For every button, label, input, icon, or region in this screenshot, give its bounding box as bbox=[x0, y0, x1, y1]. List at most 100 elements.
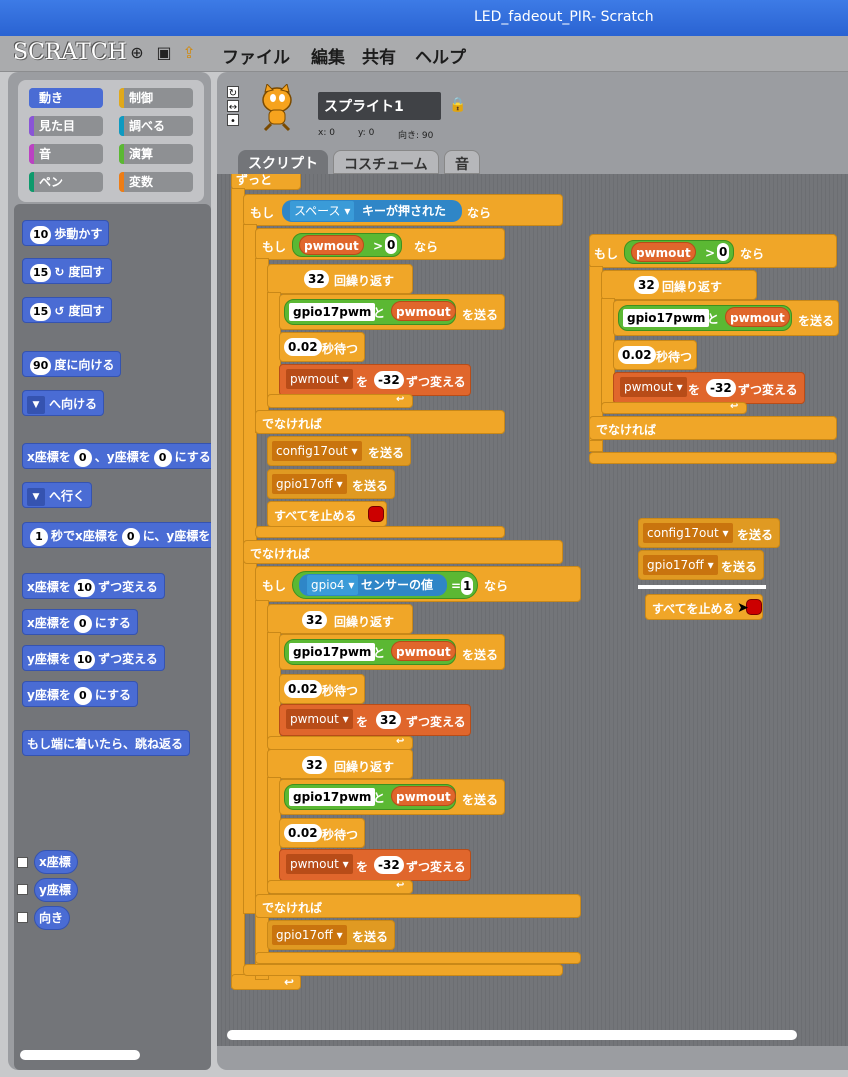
pwmout-reporter[interactable]: pwmout bbox=[725, 307, 790, 327]
value-input[interactable]: 10 bbox=[30, 225, 52, 244]
menu-share[interactable]: 共有 bbox=[362, 48, 396, 68]
key-pressed-sensor[interactable]: スペース ▾ キーが押された bbox=[282, 200, 462, 222]
stop-all-block[interactable]: すべてを止める bbox=[645, 594, 763, 620]
category-looks[interactable]: 見た目 bbox=[29, 116, 103, 136]
send-config17out-block[interactable]: config17out ▾ を送る bbox=[638, 518, 780, 548]
change-pwmout-block[interactable]: pwmout ▾ を -32 ずつ変える bbox=[279, 364, 471, 396]
sprite-name-field[interactable]: スプライト1 bbox=[318, 92, 441, 120]
forever-block[interactable]: ずっと bbox=[231, 174, 301, 190]
tab-sounds[interactable]: 音 bbox=[444, 150, 480, 174]
change-pwmout-block[interactable]: pwmout ▾ を -32 ずつ変える bbox=[613, 372, 805, 404]
bounce-block[interactable]: もし端に着いたら、跳ね返る bbox=[22, 730, 191, 756]
value-input[interactable]: 32 bbox=[634, 276, 659, 294]
repeat-block[interactable]: 32 回繰り返す bbox=[601, 270, 757, 300]
send-gpio17pwm-block[interactable]: gpio17pwm と pwmout を送る bbox=[279, 294, 505, 330]
script-horizontal-scrollbar[interactable] bbox=[227, 1030, 797, 1040]
message-dropdown[interactable]: gpio17off ▾ bbox=[643, 555, 718, 575]
sensor-dropdown[interactable]: gpio4 ▾ bbox=[307, 575, 359, 595]
value-input[interactable]: 0 bbox=[717, 243, 729, 261]
if-sensor-block[interactable]: もし gpio4 ▾ センサーの値 = 1 なら bbox=[255, 566, 581, 602]
value-input[interactable]: 0 bbox=[385, 236, 397, 254]
y-input[interactable]: 0 bbox=[153, 448, 172, 467]
send-gpio17off-block[interactable]: gpio17off ▾ を送る bbox=[638, 550, 764, 580]
x-input[interactable]: 0 bbox=[121, 527, 140, 546]
pwmout-reporter[interactable]: pwmout bbox=[299, 235, 364, 255]
category-motion[interactable]: 動き bbox=[29, 88, 103, 108]
text-input[interactable]: gpio17pwm bbox=[623, 309, 710, 327]
send-gpio17pwm-block[interactable]: gpio17pwm と pwmout を送る bbox=[279, 634, 505, 670]
message-dropdown[interactable]: config17out ▾ bbox=[643, 523, 733, 543]
direction-reporter[interactable]: 向き bbox=[34, 906, 71, 930]
y-position-checkbox[interactable] bbox=[17, 884, 28, 895]
join-operator[interactable]: gpio17pwm と pwmout bbox=[284, 784, 456, 810]
value-input[interactable]: 32 bbox=[302, 611, 327, 629]
x-input[interactable]: 0 bbox=[73, 448, 92, 467]
x-position-reporter[interactable]: x座標 bbox=[34, 850, 78, 874]
menu-file[interactable]: ファイル bbox=[222, 48, 290, 68]
category-operators[interactable]: 演算 bbox=[119, 144, 193, 164]
point-towards-block[interactable]: ▼へ向ける bbox=[22, 390, 105, 416]
pwmout-reporter[interactable]: pwmout bbox=[631, 242, 696, 262]
variable-dropdown[interactable]: pwmout ▾ bbox=[286, 854, 353, 874]
join-operator[interactable]: gpio17pwm と pwmout bbox=[284, 299, 456, 325]
direction-dropdown[interactable]: 90 bbox=[30, 356, 52, 375]
stop-all-block[interactable]: すべてを止める bbox=[267, 501, 387, 527]
value-input[interactable]: 0 bbox=[73, 614, 92, 633]
globe-icon[interactable]: ⊕ bbox=[130, 43, 144, 62]
message-dropdown[interactable]: gpio17off ▾ bbox=[272, 925, 347, 945]
send-config17out-block[interactable]: config17out ▾ を送る bbox=[267, 436, 411, 466]
join-operator[interactable]: gpio17pwm と pwmout bbox=[618, 305, 792, 331]
lock-icon[interactable]: 🔒 bbox=[449, 97, 467, 113]
send-gpio17pwm-block[interactable]: gpio17pwm と pwmout を送る bbox=[279, 779, 505, 815]
value-input[interactable]: 10 bbox=[73, 578, 96, 597]
category-variables[interactable]: 変数 bbox=[119, 172, 193, 192]
secs-input[interactable]: 1 bbox=[30, 527, 48, 546]
goto-block[interactable]: ▼へ行く bbox=[22, 482, 93, 508]
menu-help[interactable]: ヘルプ bbox=[415, 48, 466, 68]
wait-block[interactable]: 0.02 秒待つ bbox=[613, 340, 697, 370]
wait-block[interactable]: 0.02 秒待つ bbox=[279, 818, 365, 848]
variable-dropdown[interactable]: pwmout ▾ bbox=[286, 709, 353, 729]
repeat-block[interactable]: 32 回繰り返す bbox=[267, 749, 413, 779]
tab-scripts[interactable]: スクリプト bbox=[238, 150, 328, 174]
change-pwmout-block[interactable]: pwmout ▾ を 32 ずつ変える bbox=[279, 704, 471, 736]
message-dropdown[interactable]: gpio17off ▾ bbox=[272, 474, 347, 494]
value-input[interactable]: 15 bbox=[30, 263, 52, 282]
pwmout-reporter[interactable]: pwmout bbox=[391, 786, 456, 806]
greater-than-operator[interactable]: pwmout > 0 bbox=[624, 240, 734, 264]
value-input[interactable]: -32 bbox=[374, 856, 404, 874]
value-input[interactable]: 32 bbox=[302, 756, 327, 774]
category-control[interactable]: 制御 bbox=[119, 88, 193, 108]
key-dropdown[interactable]: スペース ▾ bbox=[290, 201, 355, 221]
if-pwmout-block[interactable]: もし pwmout > 0 なら bbox=[589, 234, 837, 268]
sprite-cat-thumbnail[interactable] bbox=[253, 84, 301, 132]
greater-than-operator[interactable]: pwmout > 0 bbox=[292, 233, 402, 257]
value-input[interactable]: 32 bbox=[376, 711, 401, 729]
category-sound[interactable]: 音 bbox=[29, 144, 103, 164]
wait-block[interactable]: 0.02 秒待つ bbox=[279, 674, 365, 704]
pwmout-reporter[interactable]: pwmout bbox=[391, 301, 456, 321]
menu-edit[interactable]: 編集 bbox=[311, 48, 345, 68]
turn-left-block[interactable]: 15↺ 度回す bbox=[22, 297, 112, 323]
chevron-down-icon[interactable]: ▼ bbox=[27, 487, 45, 506]
no-rotate-icon[interactable]: • bbox=[227, 114, 239, 127]
send-gpio17off-block[interactable]: gpio17off ▾ を送る bbox=[267, 920, 395, 950]
chevron-down-icon[interactable]: ▼ bbox=[27, 395, 45, 414]
value-input[interactable]: 0.02 bbox=[284, 338, 322, 356]
value-input[interactable]: 1 bbox=[461, 577, 473, 595]
send-gpio17pwm-block[interactable]: gpio17pwm と pwmout を送る bbox=[613, 300, 839, 336]
value-input[interactable]: -32 bbox=[374, 371, 404, 389]
value-input[interactable]: 0 bbox=[73, 686, 92, 705]
flip-icon[interactable]: ↔ bbox=[227, 100, 239, 113]
change-pwmout-block[interactable]: pwmout ▾ を -32 ずつ変える bbox=[279, 849, 471, 881]
if-key-pressed-block[interactable]: もし スペース ▾ キーが押された なら bbox=[243, 194, 563, 226]
value-input[interactable]: -32 bbox=[706, 379, 736, 397]
direction-checkbox[interactable] bbox=[17, 912, 28, 923]
